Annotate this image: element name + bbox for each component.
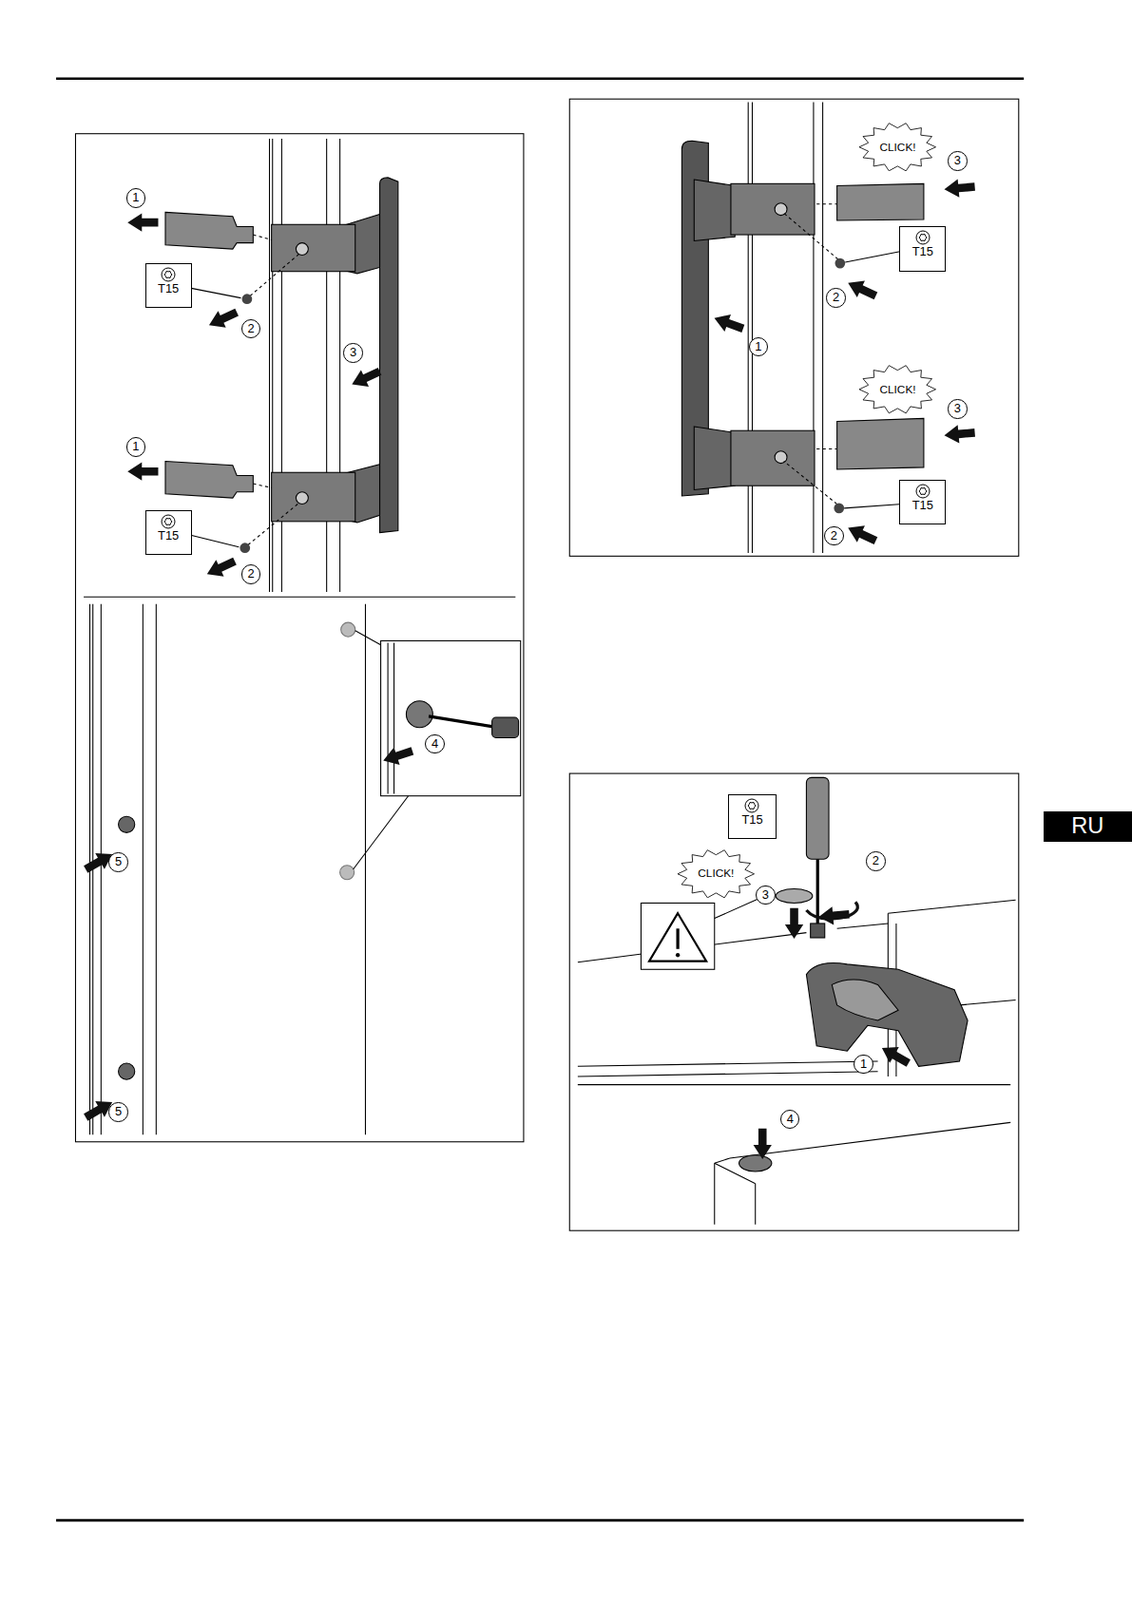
language-tab: RU: [1043, 811, 1132, 843]
torx-icon: [160, 267, 176, 283]
click-burst: CLICK!: [859, 364, 937, 415]
callout-number: 2: [241, 319, 261, 339]
callout-number: 3: [947, 151, 967, 171]
callout-number: 4: [424, 734, 444, 754]
callout-number: 2: [865, 851, 885, 871]
torx-icon: [915, 483, 931, 499]
tool-size: T15: [900, 245, 945, 259]
tool-box: T15: [899, 226, 946, 271]
tool-box: T15: [145, 263, 192, 308]
callout-number: 3: [343, 343, 363, 363]
callout-number: 2: [825, 287, 845, 307]
tool-size: T15: [729, 813, 776, 827]
language-code: RU: [1071, 813, 1104, 840]
tool-box: T15: [899, 479, 946, 525]
torx-icon: [744, 798, 760, 814]
torx-icon: [915, 230, 931, 246]
click-text: CLICK!: [880, 383, 917, 397]
callout-number: 1: [126, 188, 146, 208]
tool-box: T15: [145, 510, 192, 556]
tool-size: T15: [146, 282, 192, 296]
callout-number: 2: [241, 564, 261, 584]
callout-number: 1: [126, 437, 146, 457]
callout-number: 3: [947, 399, 967, 419]
click-burst: CLICK!: [859, 122, 937, 173]
click-burst: CLICK!: [677, 849, 755, 900]
click-text: CLICK!: [880, 140, 917, 154]
tool-size: T15: [146, 529, 192, 543]
callout-number: 5: [108, 1102, 128, 1122]
callout-number: 1: [748, 337, 768, 357]
callout-number: 5: [108, 852, 128, 872]
tool-box: T15: [728, 794, 777, 840]
callout-number: 2: [824, 526, 844, 546]
click-text: CLICK!: [697, 866, 734, 881]
callout-number: 4: [780, 1110, 800, 1130]
torx-icon: [160, 514, 176, 530]
callout-number: 1: [853, 1055, 873, 1075]
tool-size: T15: [900, 498, 945, 513]
callout-number: 3: [755, 885, 775, 905]
